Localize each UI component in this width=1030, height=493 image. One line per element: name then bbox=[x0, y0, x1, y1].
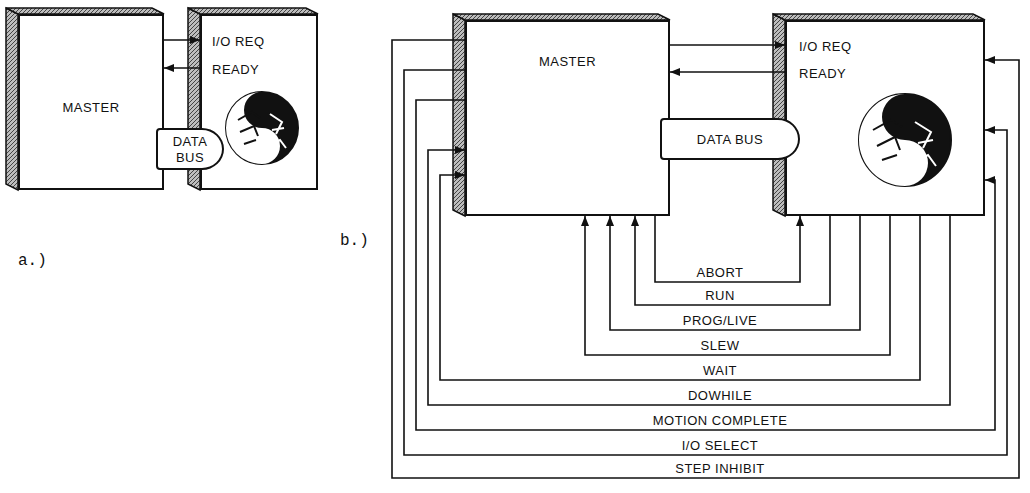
signal-line bbox=[164, 39, 200, 41]
signal-line bbox=[404, 70, 1007, 455]
signal-line bbox=[585, 216, 890, 355]
label-anchor: b.) bbox=[340, 232, 369, 250]
signal-line bbox=[670, 44, 785, 46]
globe-emblem bbox=[859, 94, 951, 186]
device-box: I/O REQ READY bbox=[785, 20, 985, 216]
signal-line bbox=[670, 71, 785, 73]
signal-line bbox=[164, 67, 200, 69]
signal-line bbox=[428, 150, 950, 405]
signal-name: STEP INHIBIT bbox=[672, 461, 768, 476]
signal-line bbox=[635, 216, 830, 305]
data-bus: DATA BUS bbox=[156, 128, 224, 170]
signal-name: MOTION COMPLETE bbox=[650, 413, 791, 428]
signal-line bbox=[440, 175, 920, 380]
node-label: READY bbox=[212, 62, 259, 78]
signal-name: PROG/LIVE bbox=[680, 313, 761, 328]
label-anchor: PROG/LIVE bbox=[680, 313, 761, 328]
node-label: I/O REQ bbox=[212, 34, 265, 50]
globe-disc bbox=[859, 94, 951, 186]
label-anchor: MOTION COMPLETE bbox=[650, 413, 791, 428]
label-anchor: STEP INHIBIT bbox=[672, 461, 768, 476]
signal-name: RUN bbox=[702, 288, 738, 303]
master-box: MASTER bbox=[465, 20, 670, 216]
signal-line bbox=[392, 40, 1019, 478]
globe-light-half bbox=[226, 92, 280, 164]
label-anchor: DOWHILE bbox=[685, 388, 755, 403]
label-anchor: a.) bbox=[18, 252, 47, 270]
globe-light-half bbox=[859, 94, 928, 186]
globe-figure bbox=[238, 112, 260, 144]
node-label: DATA BUS bbox=[697, 132, 763, 148]
globe-figure bbox=[873, 120, 902, 160]
globe-figure bbox=[913, 122, 936, 166]
signal-name: ABORT bbox=[693, 265, 746, 280]
label-anchor: ABORT bbox=[693, 265, 746, 280]
signal-line bbox=[655, 216, 800, 282]
node-label: MASTER bbox=[62, 100, 119, 116]
label-anchor: I/O SELECT bbox=[679, 438, 762, 453]
signal-name: DOWHILE bbox=[685, 388, 755, 403]
panel-label: b.) bbox=[340, 232, 369, 250]
node-label: I/O REQ bbox=[799, 39, 852, 55]
signal-name: SLEW bbox=[698, 338, 743, 353]
signal-name: I/O SELECT bbox=[679, 438, 762, 453]
signal-line bbox=[416, 100, 995, 430]
globe-disc bbox=[226, 92, 298, 164]
box-side-face bbox=[453, 14, 465, 216]
box-shading bbox=[6, 8, 985, 216]
label-anchor: WAIT bbox=[700, 363, 740, 378]
signal-line bbox=[610, 216, 860, 330]
panel-label: a.) bbox=[18, 252, 47, 270]
node-label: MASTER bbox=[539, 54, 596, 70]
globe-figure bbox=[268, 114, 286, 148]
label-anchor: RUN bbox=[702, 288, 738, 303]
data-bus: DATA BUS bbox=[660, 118, 800, 160]
node-label: DATA BUS bbox=[158, 134, 222, 166]
box-side-face bbox=[6, 8, 18, 190]
label-anchor: SLEW bbox=[698, 338, 743, 353]
globe-emblem bbox=[226, 92, 298, 164]
node-label: READY bbox=[799, 66, 846, 82]
master-box: MASTER bbox=[18, 14, 164, 190]
signal-name: WAIT bbox=[700, 363, 740, 378]
